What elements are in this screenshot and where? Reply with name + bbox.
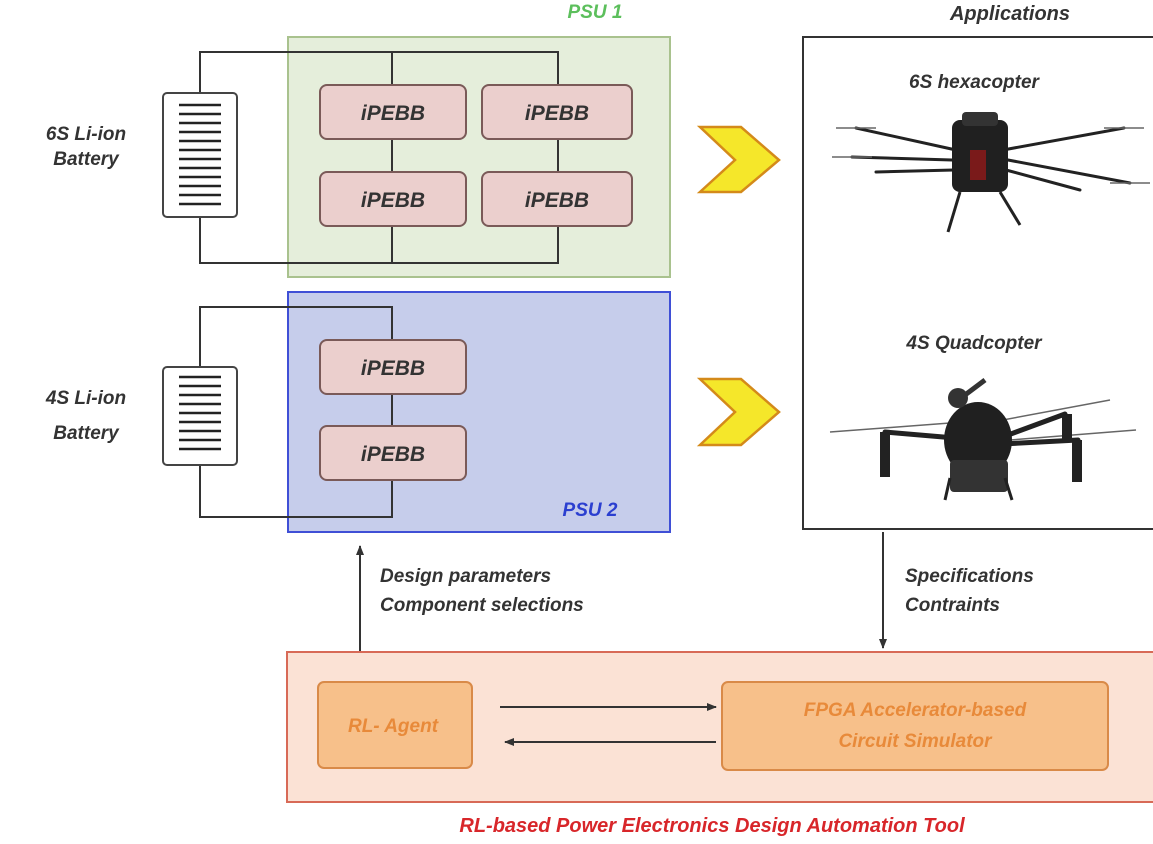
hexacopter-drone-icon — [832, 112, 1150, 233]
module-label: iPEBB — [361, 357, 425, 380]
hexacopter-label: 6S hexacopter — [909, 72, 1040, 93]
chevron-arrow-icon — [696, 377, 781, 447]
psu1-group: PSU 1 — [287, 2, 671, 278]
psu2-wiring — [199, 306, 393, 518]
fpga-simulator-box: FPGA Accelerator-based Circuit Simulator — [721, 681, 1109, 771]
psu1-module-1: iPEBB — [319, 84, 467, 140]
battery-4s-label-line2: Battery — [53, 423, 120, 444]
battery-4s-cells — [179, 375, 221, 451]
rl-agent-label: RL- Agent — [348, 716, 439, 737]
specs-line2: Contraints — [905, 595, 1000, 616]
psu1-module-3: iPEBB — [319, 171, 467, 227]
battery-6s: 6S Li-ion Battery — [46, 92, 238, 218]
fpga-label-line2: Circuit Simulator — [838, 731, 993, 752]
module-label: iPEBB — [361, 102, 425, 125]
battery-6s-label-line1: 6S Li-ion — [46, 124, 126, 145]
chevron-arrow-icon — [696, 125, 781, 194]
module-label: iPEBB — [525, 102, 589, 125]
quadcopter-drone-icon — [829, 378, 1137, 501]
feedback-line1: Design parameters — [380, 566, 551, 587]
psu1-box — [287, 36, 671, 278]
psu2-box — [287, 291, 671, 533]
psu2-module-2: iPEBB — [319, 425, 467, 481]
battery-4s: 4S Li-ion Battery — [45, 366, 238, 466]
fpga-label-line1: FPGA Accelerator-based — [804, 700, 1027, 721]
module-label: iPEBB — [361, 443, 425, 466]
rl-agent-box: RL- Agent — [317, 681, 473, 769]
psu1-module-4: iPEBB — [481, 171, 633, 227]
psu2-label: PSU 2 — [563, 500, 618, 521]
psu1-label: PSU 1 — [568, 2, 623, 23]
battery-4s-label-line1: 4S Li-ion — [45, 388, 126, 409]
psu2-group: PSU 2 — [287, 291, 671, 533]
module-label: iPEBB — [525, 189, 589, 212]
tool-caption: RL-based Power Electronics Design Automa… — [459, 815, 965, 837]
battery-6s-body — [162, 92, 238, 218]
feedback-line2: Component selections — [380, 595, 584, 616]
battery-6s-cells — [179, 103, 221, 206]
psu1-module-2: iPEBB — [481, 84, 633, 140]
battery-6s-label-line2: Battery — [53, 149, 120, 170]
psu2-module-1: iPEBB — [319, 339, 467, 395]
module-label: iPEBB — [361, 189, 425, 212]
quadcopter-label: 4S Quadcopter — [905, 333, 1043, 354]
applications-title: Applications — [949, 3, 1070, 25]
specs-line1: Specifications — [905, 566, 1034, 587]
